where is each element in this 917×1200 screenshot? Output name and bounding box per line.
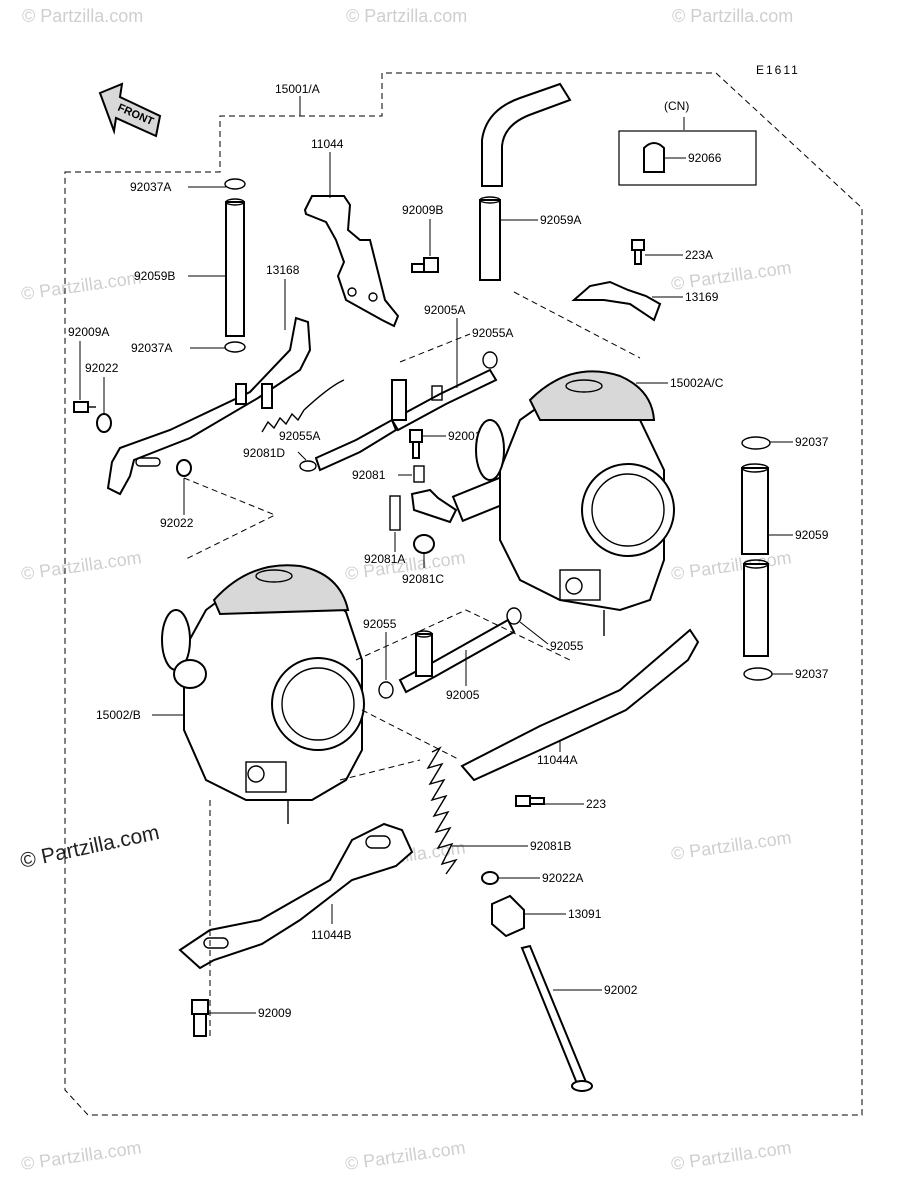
watermark: © Partzilla.com: [346, 6, 467, 26]
part-label-92066: 92066: [688, 151, 722, 165]
part-label-92009a: 92009A: [68, 325, 109, 339]
part-label-92055a-right: 92055A: [472, 326, 513, 340]
part-label-92005: 92005: [446, 688, 480, 702]
part-label-92037a-mid: 92037A: [131, 341, 172, 355]
spring-92081b: [426, 746, 458, 875]
alignment-lines: [183, 291, 641, 1040]
washer-icon: [176, 459, 192, 477]
part-label-223a: 223A: [685, 248, 713, 262]
part-label-92037-lower: 92037: [795, 667, 829, 681]
front-arrow-icon: FRONT: [98, 82, 162, 138]
part-label-92009: 92009: [258, 1006, 292, 1020]
watermark: © Partzilla.com: [22, 6, 143, 26]
clip-icon: [741, 436, 771, 450]
watermark: © Partzilla.com: [670, 827, 793, 864]
part-label-92009b: 92009B: [402, 203, 443, 217]
part-label-13169: 13169: [685, 290, 719, 304]
part-label-223: 223: [586, 797, 606, 811]
part-label-92081: 92081: [352, 468, 386, 482]
block-13091: [491, 894, 525, 938]
watermark: © Partzilla.com: [670, 1137, 793, 1174]
part-label-92081a: 92081A: [364, 552, 405, 566]
part-label-92081d: 92081D: [243, 446, 285, 460]
part-label-92002: 92002: [604, 983, 638, 997]
diagram-code: E1611: [756, 63, 800, 77]
carburetor-left: [161, 564, 365, 824]
part-label-15002ac: 15002A/C: [670, 376, 724, 390]
link-plate: [410, 488, 458, 524]
carburetor-right: [475, 370, 675, 636]
part-label-11044a: 11044A: [537, 753, 577, 767]
tube-92059: [741, 463, 769, 657]
screw-icon: [73, 401, 89, 413]
part-label-92059: 92059: [795, 528, 829, 542]
bracket-11044: [303, 195, 400, 328]
o-ring-icon: [378, 681, 394, 699]
screw-icon: [409, 429, 423, 459]
part-label-92022-left: 92022: [85, 361, 119, 375]
tube-92059b: [225, 198, 245, 337]
watermark: © Partzilla.com: [672, 6, 793, 26]
clip-icon: [224, 341, 246, 353]
part-label-92055-left: 92055: [363, 617, 397, 631]
part-label-15002b: 15002/B: [96, 708, 141, 722]
part-label-92022-mid: 92022: [160, 516, 194, 530]
washer-icon: [96, 413, 112, 433]
cn-variant-box: (CN) 92066: [618, 99, 757, 186]
spring-icon: [389, 495, 401, 531]
part-label-92001: 92001: [448, 429, 482, 443]
o-ring-icon: [506, 607, 522, 625]
watermark: © Partzilla.com: [670, 547, 793, 584]
assembly-boundary: [64, 72, 863, 1116]
watermark: © Partzilla.com: [20, 547, 143, 584]
o-ring-icon: [482, 351, 498, 369]
bolt-icon: [191, 999, 209, 1037]
part-label-92081b: 92081B: [530, 839, 571, 853]
cap-icon: [643, 142, 665, 173]
part-label-15001a: 15001/A: [275, 82, 320, 96]
watermark: © Partzilla.com: [670, 257, 793, 294]
bracket-11044b: [178, 822, 414, 970]
watermark-dark: © Partzilla.com: [18, 821, 161, 873]
screw-icon: [631, 239, 645, 265]
pipe-92005: [398, 618, 516, 694]
part-label-92037a-top: 92037A: [130, 180, 171, 194]
part-label-11044b: 11044B: [311, 928, 351, 942]
spring-icon: [413, 465, 425, 483]
screw-icon: [411, 257, 439, 273]
bolt-92002: [520, 944, 593, 1092]
pipe-92005a: [314, 368, 498, 472]
part-label-13168: 13168: [266, 263, 300, 277]
watermark: © Partzilla.com: [344, 1137, 467, 1174]
part-label-92059a: 92059A: [540, 213, 581, 227]
spring-icon: [413, 534, 435, 554]
part-label-92022a: 92022A: [542, 871, 583, 885]
part-label-92059b: 92059B: [134, 269, 175, 283]
hose-92059a: [479, 82, 572, 281]
part-label-92081c: 92081C: [402, 572, 444, 586]
part-label-92005a: 92005A: [424, 303, 465, 317]
clip-icon: [743, 667, 773, 681]
part-label-92037-upper: 92037: [795, 435, 829, 449]
watermark: © Partzilla.com: [20, 267, 143, 304]
part-label-13091: 13091: [568, 907, 602, 921]
part-label-92055-right: 92055: [550, 639, 584, 653]
variant-note: (CN): [664, 99, 689, 113]
spring-92081d: [261, 379, 345, 433]
part-label-11044: 11044: [311, 137, 344, 151]
washer-icon: [481, 871, 499, 885]
watermark: © Partzilla.com: [20, 1137, 143, 1174]
bracket-13168: [106, 316, 312, 496]
screw-icon: [515, 795, 545, 807]
o-ring-icon: [299, 460, 317, 472]
clip-icon: [224, 178, 246, 190]
bracket-11044a: [460, 628, 700, 782]
part-label-92055a-left: 92055A: [279, 429, 320, 443]
bracket-13169: [571, 280, 662, 322]
